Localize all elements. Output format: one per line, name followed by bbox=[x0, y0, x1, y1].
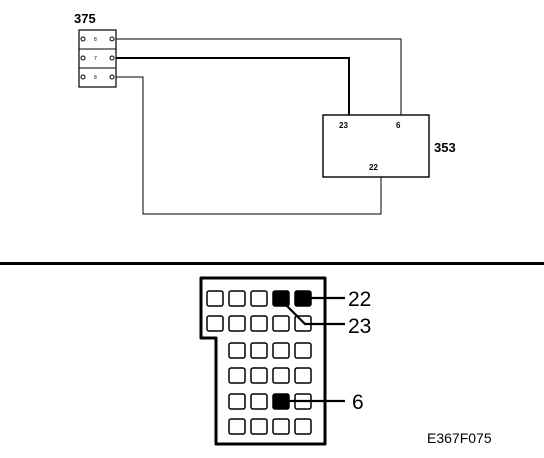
connector-face bbox=[199, 276, 327, 446]
callout-23: 23 bbox=[348, 315, 371, 338]
cavity bbox=[228, 418, 246, 435]
cavity bbox=[250, 342, 268, 359]
cavity bbox=[272, 315, 290, 332]
connector-375-pin-label: 8 bbox=[94, 37, 97, 43]
pin-dot bbox=[109, 55, 115, 61]
wiring bbox=[116, 38, 402, 215]
cavity bbox=[228, 342, 246, 359]
cavity bbox=[294, 418, 312, 435]
callout-leaders bbox=[282, 296, 345, 403]
leader-23 bbox=[282, 301, 345, 326]
module-353-label: 353 bbox=[434, 140, 456, 155]
callout-22: 22 bbox=[348, 288, 371, 311]
cavity bbox=[228, 315, 246, 332]
pin-dot bbox=[80, 55, 86, 61]
module-pin-22-label: 22 bbox=[369, 163, 378, 172]
pin-dot bbox=[109, 74, 115, 80]
cavity-highlighted bbox=[272, 290, 290, 307]
cavity bbox=[294, 367, 312, 384]
cavity bbox=[228, 290, 246, 307]
callout-6: 6 bbox=[352, 391, 364, 414]
cavity bbox=[272, 367, 290, 384]
pin-dot bbox=[109, 36, 115, 42]
connector-375-pin-label: 8 bbox=[94, 75, 97, 81]
connector-375-label: 375 bbox=[74, 11, 96, 26]
cavity bbox=[206, 290, 224, 307]
wire-to-pin-23 bbox=[116, 57, 350, 115]
cavity bbox=[206, 315, 224, 332]
module-pin-6-label: 6 bbox=[396, 121, 401, 130]
figure-code: E367F075 bbox=[427, 430, 492, 446]
connector-375-pin-label: 7 bbox=[94, 56, 97, 62]
cavity bbox=[272, 342, 290, 359]
wire-to-pin-6 bbox=[116, 38, 402, 115]
cavity bbox=[250, 290, 268, 307]
cavity bbox=[250, 418, 268, 435]
cavity bbox=[250, 367, 268, 384]
cavity bbox=[272, 418, 290, 435]
cavity bbox=[228, 367, 246, 384]
connector-375: 8 7 8 bbox=[78, 29, 117, 88]
wire-to-pin-22 bbox=[116, 76, 382, 215]
module-pin-23-label: 23 bbox=[339, 121, 348, 130]
module-353-body bbox=[322, 114, 430, 178]
cavity bbox=[228, 393, 246, 410]
pin-dot bbox=[80, 36, 86, 42]
cavity bbox=[250, 393, 268, 410]
cavity bbox=[294, 342, 312, 359]
cavity bbox=[250, 315, 268, 332]
pin-dot bbox=[80, 74, 86, 80]
module-353: 23 6 22 bbox=[322, 114, 430, 178]
